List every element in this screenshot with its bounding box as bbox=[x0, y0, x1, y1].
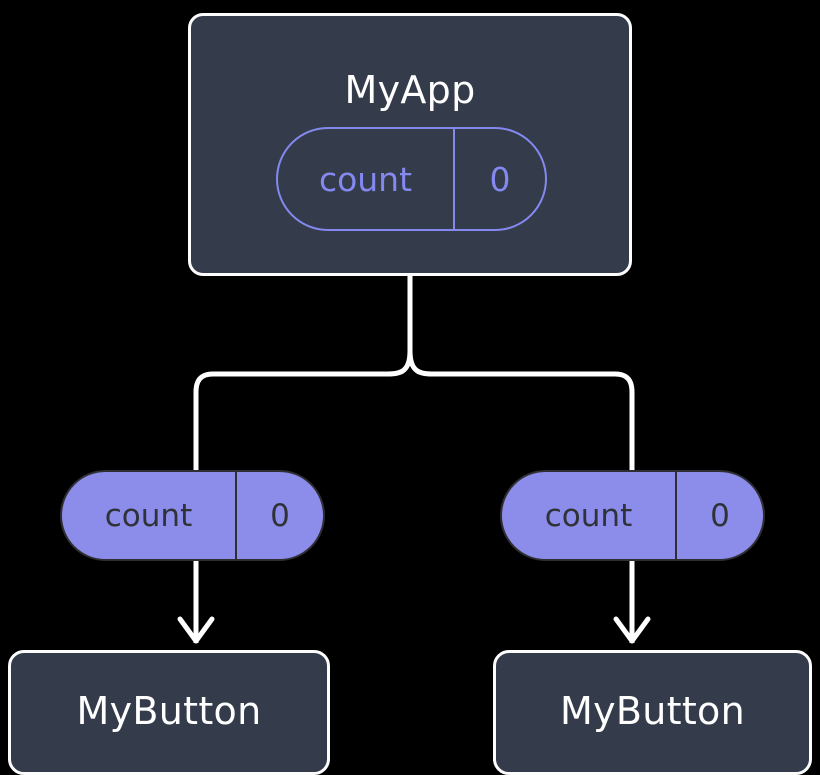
state-value-myapp: 0 bbox=[453, 129, 545, 229]
state-pill-child-0[interactable]: count 0 bbox=[60, 470, 325, 561]
arrow-head-left-icon bbox=[177, 616, 215, 644]
state-value-child-1: 0 bbox=[675, 472, 763, 559]
state-pill-myapp[interactable]: count 0 bbox=[276, 127, 547, 231]
component-card-myapp[interactable]: MyApp bbox=[188, 13, 632, 276]
state-key-myapp: count bbox=[318, 159, 413, 199]
component-card-mybutton-0[interactable]: MyButton bbox=[8, 650, 330, 775]
component-card-mybutton-1[interactable]: MyButton bbox=[493, 650, 812, 775]
state-key-child-1: count bbox=[544, 497, 633, 534]
component-label-mybutton-1: MyButton bbox=[560, 689, 745, 733]
fork-wire-left bbox=[193, 348, 413, 473]
component-label-mybutton-0: MyButton bbox=[76, 689, 262, 733]
state-key-child-0: count bbox=[104, 497, 193, 534]
component-label-myapp: MyApp bbox=[344, 68, 476, 112]
fork-wire-right bbox=[407, 348, 635, 473]
state-value-child-0: 0 bbox=[235, 472, 323, 559]
arrow-head-right-icon bbox=[613, 616, 651, 644]
state-pill-child-1[interactable]: count 0 bbox=[500, 470, 765, 561]
